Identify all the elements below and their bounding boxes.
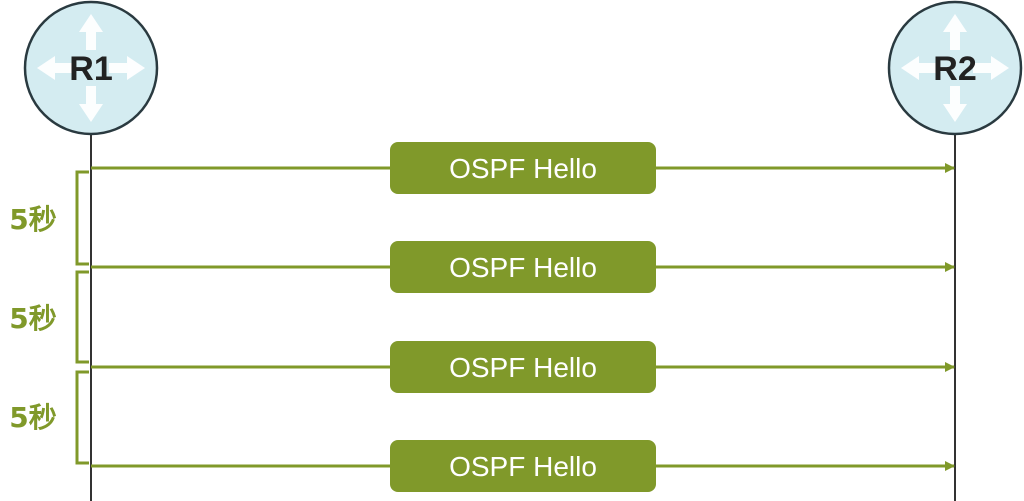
router-icon	[901, 14, 1009, 122]
router-r1: R1	[23, 0, 159, 136]
interval-label: 5秒	[9, 302, 56, 335]
message-label: OSPF Hello	[449, 451, 597, 482]
router-r2-label: R2	[933, 50, 976, 88]
interval-label: 5秒	[9, 401, 56, 434]
message-box	[390, 142, 656, 194]
interval-bracket	[75, 170, 89, 266]
router-icon	[37, 14, 145, 122]
router-r2: R2	[887, 0, 1023, 136]
hello-message: OSPF Hello	[91, 241, 955, 293]
message-box	[390, 241, 656, 293]
interval-label: 5秒	[9, 203, 56, 236]
message-label: OSPF Hello	[449, 153, 597, 184]
message-box	[390, 341, 656, 393]
interval-bracket	[75, 370, 89, 465]
hello-message: OSPF Hello	[91, 440, 955, 492]
message-box	[390, 440, 656, 492]
message-label: OSPF Hello	[449, 352, 597, 383]
hello-message: OSPF Hello	[91, 142, 955, 194]
interval-bracket	[75, 270, 89, 364]
router-r1-label: R1	[69, 50, 112, 88]
hello-message: OSPF Hello	[91, 341, 955, 393]
message-label: OSPF Hello	[449, 252, 597, 283]
